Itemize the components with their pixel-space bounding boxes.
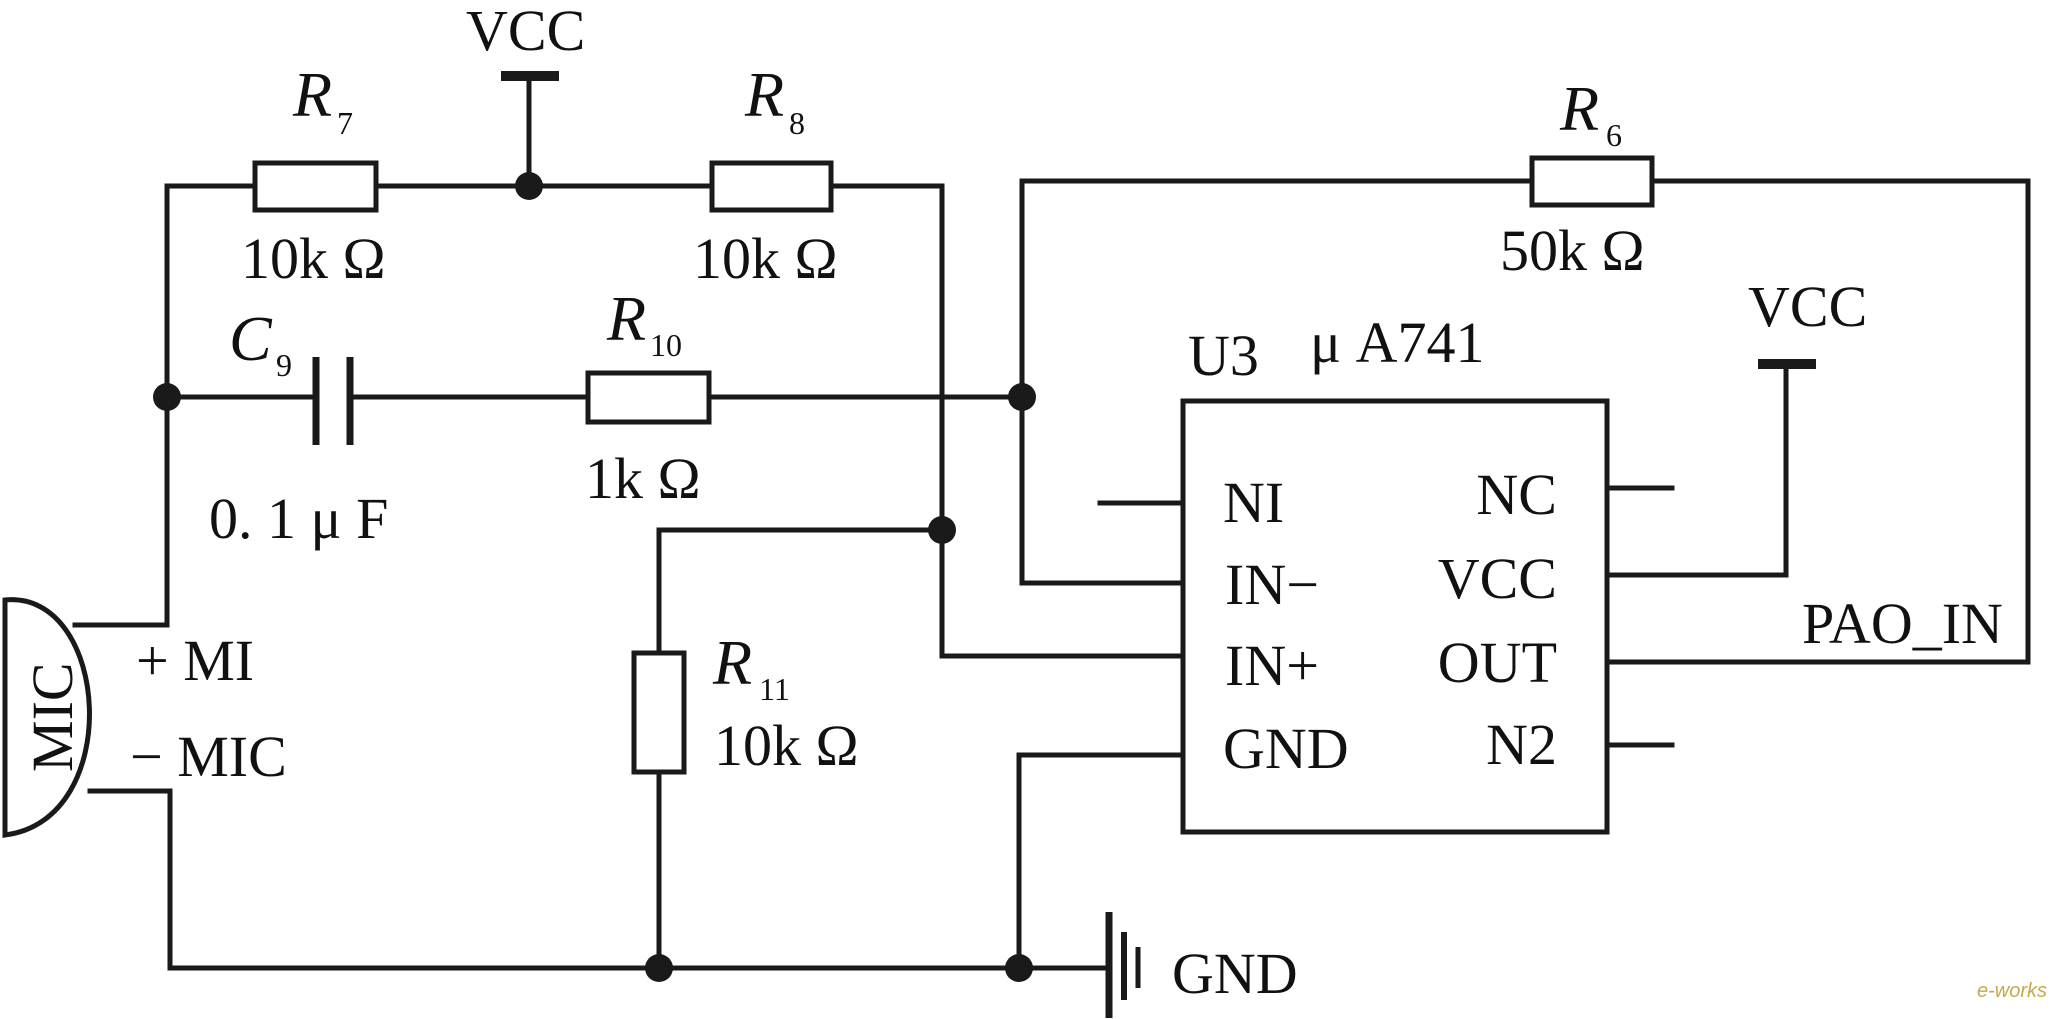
microphone-icon — [2, 597, 92, 838]
wire-vcc-right — [1604, 361, 1789, 578]
watermark-logo: e-works — [1977, 980, 2047, 1002]
ground-label: GND — [1172, 941, 1298, 1006]
resistor-r6-symbol: R — [1559, 73, 1599, 144]
resistor-r8-body — [709, 160, 834, 213]
wire-opamp-gnd — [1016, 752, 1186, 971]
wires — [72, 71, 2031, 971]
resistor-r7-symbol: R — [292, 59, 332, 130]
resistor-r11-value: 10k Ω — [714, 713, 859, 778]
microphone: MIC + MI − MIC — [2, 597, 287, 838]
resistor-r8-value: 10k Ω — [693, 226, 838, 291]
junction-in-minus — [1008, 383, 1036, 411]
wire-mic-minus-to-gnd — [87, 788, 1112, 971]
capacitor-c9: C 9 0. 1 μ F — [209, 303, 388, 551]
junction-bottom-r11 — [645, 954, 673, 982]
resistor-r11-symbol: R — [712, 627, 752, 698]
opamp-u3-ref: U3 — [1188, 323, 1259, 388]
junction-left-mid — [153, 383, 181, 411]
resistor-r10: R 10 1k Ω — [585, 283, 712, 511]
wire-feedback-left — [1019, 178, 1535, 586]
opamp-u3-body — [1180, 398, 1610, 835]
mic-plus-label: + MI — [136, 628, 254, 693]
resistor-r7-subscript: 7 — [337, 105, 353, 141]
opamp-pin-n2: N2 — [1486, 712, 1557, 777]
junction-in-plus — [928, 516, 956, 544]
resistor-r6-subscript: 6 — [1606, 117, 1622, 153]
resistor-r8-subscript: 8 — [789, 105, 805, 141]
wire-r11-top — [656, 527, 945, 656]
opamp-pin-vcc: VCC — [1438, 546, 1557, 611]
vcc-top-label: VCC — [466, 0, 585, 63]
opamp-u3-part: μ A741 — [1310, 310, 1484, 375]
opamp-pin-out: OUT — [1438, 630, 1557, 695]
resistor-r7-body — [252, 160, 379, 213]
resistor-r8: R 8 10k Ω — [693, 59, 838, 291]
junctions — [153, 172, 1036, 982]
opamp-pin-nc: NC — [1476, 462, 1557, 527]
resistor-r7-value: 10k Ω — [241, 226, 386, 291]
resistor-r11: R 11 10k Ω — [631, 627, 859, 778]
wire-feedback-right — [1604, 178, 2031, 665]
output-net-label: PAO_IN — [1802, 591, 2003, 656]
resistor-r11-body — [631, 650, 687, 775]
junction-bottom-gnd — [1005, 954, 1033, 982]
resistor-r10-body — [585, 370, 712, 425]
mic-minus-label: − MIC — [130, 724, 287, 789]
resistor-r6-body — [1529, 155, 1655, 208]
opamp-u3: U3 μ A741 NI IN− IN+ GND NC VCC OUT N2 — [1180, 310, 1610, 835]
opamp-pin-ni: NI — [1223, 470, 1284, 535]
wire-top-rail — [164, 183, 258, 628]
opamp-pin-in-plus: IN+ — [1225, 633, 1319, 698]
capacitor-c9-subscript: 9 — [276, 347, 292, 383]
ground-symbol: GND — [1105, 912, 1298, 1018]
capacitor-c9-value: 0. 1 μ F — [209, 486, 388, 551]
opamp-pin-in-minus: IN− — [1225, 552, 1319, 617]
resistor-r8-symbol: R — [744, 59, 784, 130]
junction-vcc-top — [515, 172, 543, 200]
vcc-right-label: VCC — [1748, 274, 1867, 339]
wire-r8-to-in-plus — [828, 183, 1186, 659]
resistor-r10-symbol: R — [606, 283, 646, 354]
resistor-r10-value: 1k Ω — [585, 446, 701, 511]
resistor-r11-subscript: 11 — [759, 671, 790, 707]
resistor-r7: R 7 10k Ω — [241, 59, 386, 291]
resistor-r6-value: 50k Ω — [1500, 218, 1645, 283]
resistor-r10-subscript: 10 — [650, 327, 682, 363]
capacitor-c9-symbol: C — [229, 303, 273, 374]
opamp-pin-gnd: GND — [1223, 716, 1349, 781]
microphone-label: MIC — [20, 662, 85, 772]
resistor-r6: R 6 50k Ω — [1500, 73, 1655, 283]
